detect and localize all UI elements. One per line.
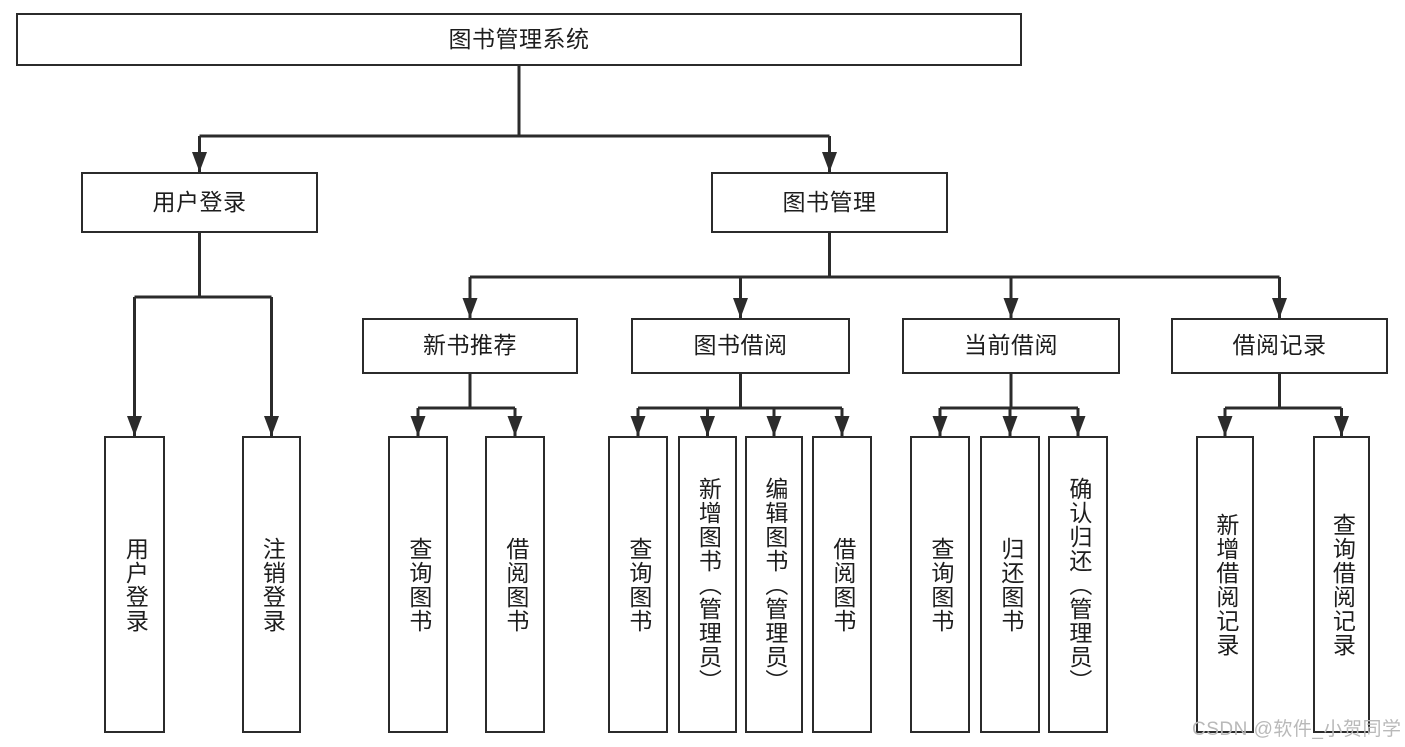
node-leaf-query-book-1[interactable]: 查询图书 <box>388 436 448 733</box>
arrowhead-leaf-confirm-return <box>1070 416 1086 436</box>
node-label-leaf-add-book: 新增图书（管理员） <box>695 476 722 693</box>
arrowhead-leaf-query-book-1 <box>410 416 426 436</box>
node-label-leaf-query-book-2: 查询图书 <box>625 536 652 633</box>
node-label-leaf-return-book: 归还图书 <box>997 536 1024 633</box>
node-leaf-query-book-3[interactable]: 查询图书 <box>910 436 970 733</box>
node-label-leaf-user-login: 用户登录 <box>122 536 149 633</box>
arrowhead-user-login <box>192 152 207 172</box>
node-leaf-add-record[interactable]: 新增借阅记录 <box>1196 436 1254 733</box>
node-book-borrow[interactable]: 图书借阅 <box>631 318 850 374</box>
node-leaf-return-book[interactable]: 归还图书 <box>980 436 1040 733</box>
node-label-leaf-query-book-1: 查询图书 <box>405 536 432 633</box>
node-leaf-borrow-book-2[interactable]: 借阅图书 <box>812 436 872 733</box>
arrowhead-leaf-return-book <box>1002 416 1018 436</box>
arrowhead-leaf-add-book <box>700 416 715 436</box>
node-leaf-confirm-return[interactable]: 确认归还（管理员） <box>1048 436 1108 733</box>
node-label-user-login: 用户登录 <box>152 188 247 215</box>
node-leaf-logout[interactable]: 注销登录 <box>242 436 301 733</box>
node-label-root: 图书管理系统 <box>448 25 590 52</box>
arrowhead-leaf-query-book-3 <box>932 416 948 436</box>
node-leaf-add-book[interactable]: 新增图书（管理员） <box>678 436 737 733</box>
arrowhead-book-borrow <box>733 298 748 318</box>
node-label-book-borrow: 图书借阅 <box>693 332 788 359</box>
arrowhead-leaf-query-book-2 <box>630 416 646 436</box>
node-label-leaf-confirm-return: 确认归还（管理员） <box>1065 476 1092 693</box>
node-label-book-manage: 图书管理 <box>782 188 877 215</box>
node-label-current-borrow: 当前借阅 <box>964 332 1058 359</box>
node-borrow-record[interactable]: 借阅记录 <box>1171 318 1388 374</box>
arrowhead-leaf-query-record <box>1334 416 1349 436</box>
arrowhead-borrow-record <box>1272 298 1287 318</box>
node-label-leaf-query-record: 查询借阅记录 <box>1329 512 1356 657</box>
arrowhead-leaf-add-record <box>1217 416 1233 436</box>
arrowhead-leaf-user-login <box>127 416 142 436</box>
arrowhead-leaf-borrow-book-2 <box>834 416 850 436</box>
node-current-borrow[interactable]: 当前借阅 <box>902 318 1120 374</box>
node-leaf-edit-book[interactable]: 编辑图书（管理员） <box>745 436 803 733</box>
node-label-leaf-add-record: 新增借阅记录 <box>1212 512 1239 657</box>
node-label-leaf-borrow-book-1: 借阅图书 <box>502 536 529 633</box>
node-label-leaf-borrow-book-2: 借阅图书 <box>829 536 856 633</box>
node-leaf-user-login[interactable]: 用户登录 <box>104 436 165 733</box>
arrowhead-current-borrow <box>1003 298 1019 318</box>
node-label-borrow-record: 借阅记录 <box>1232 332 1327 359</box>
node-new-book-rec[interactable]: 新书推荐 <box>362 318 578 374</box>
node-label-leaf-logout: 注销登录 <box>259 536 286 633</box>
arrowhead-leaf-borrow-book-1 <box>507 416 523 436</box>
node-leaf-borrow-book-1[interactable]: 借阅图书 <box>485 436 545 733</box>
node-label-leaf-query-book-3: 查询图书 <box>927 536 954 633</box>
node-leaf-query-record[interactable]: 查询借阅记录 <box>1313 436 1370 733</box>
node-leaf-query-book-2[interactable]: 查询图书 <box>608 436 668 733</box>
node-user-login[interactable]: 用户登录 <box>81 172 318 233</box>
arrowhead-book-manage <box>822 152 837 172</box>
arrowhead-new-book-rec <box>462 298 478 318</box>
arrowhead-leaf-logout <box>264 416 279 436</box>
node-label-leaf-edit-book: 编辑图书（管理员） <box>761 476 788 693</box>
arrowhead-leaf-edit-book <box>766 416 782 436</box>
node-root[interactable]: 图书管理系统 <box>16 13 1022 66</box>
node-book-manage[interactable]: 图书管理 <box>711 172 948 233</box>
node-label-new-book-rec: 新书推荐 <box>423 332 517 359</box>
